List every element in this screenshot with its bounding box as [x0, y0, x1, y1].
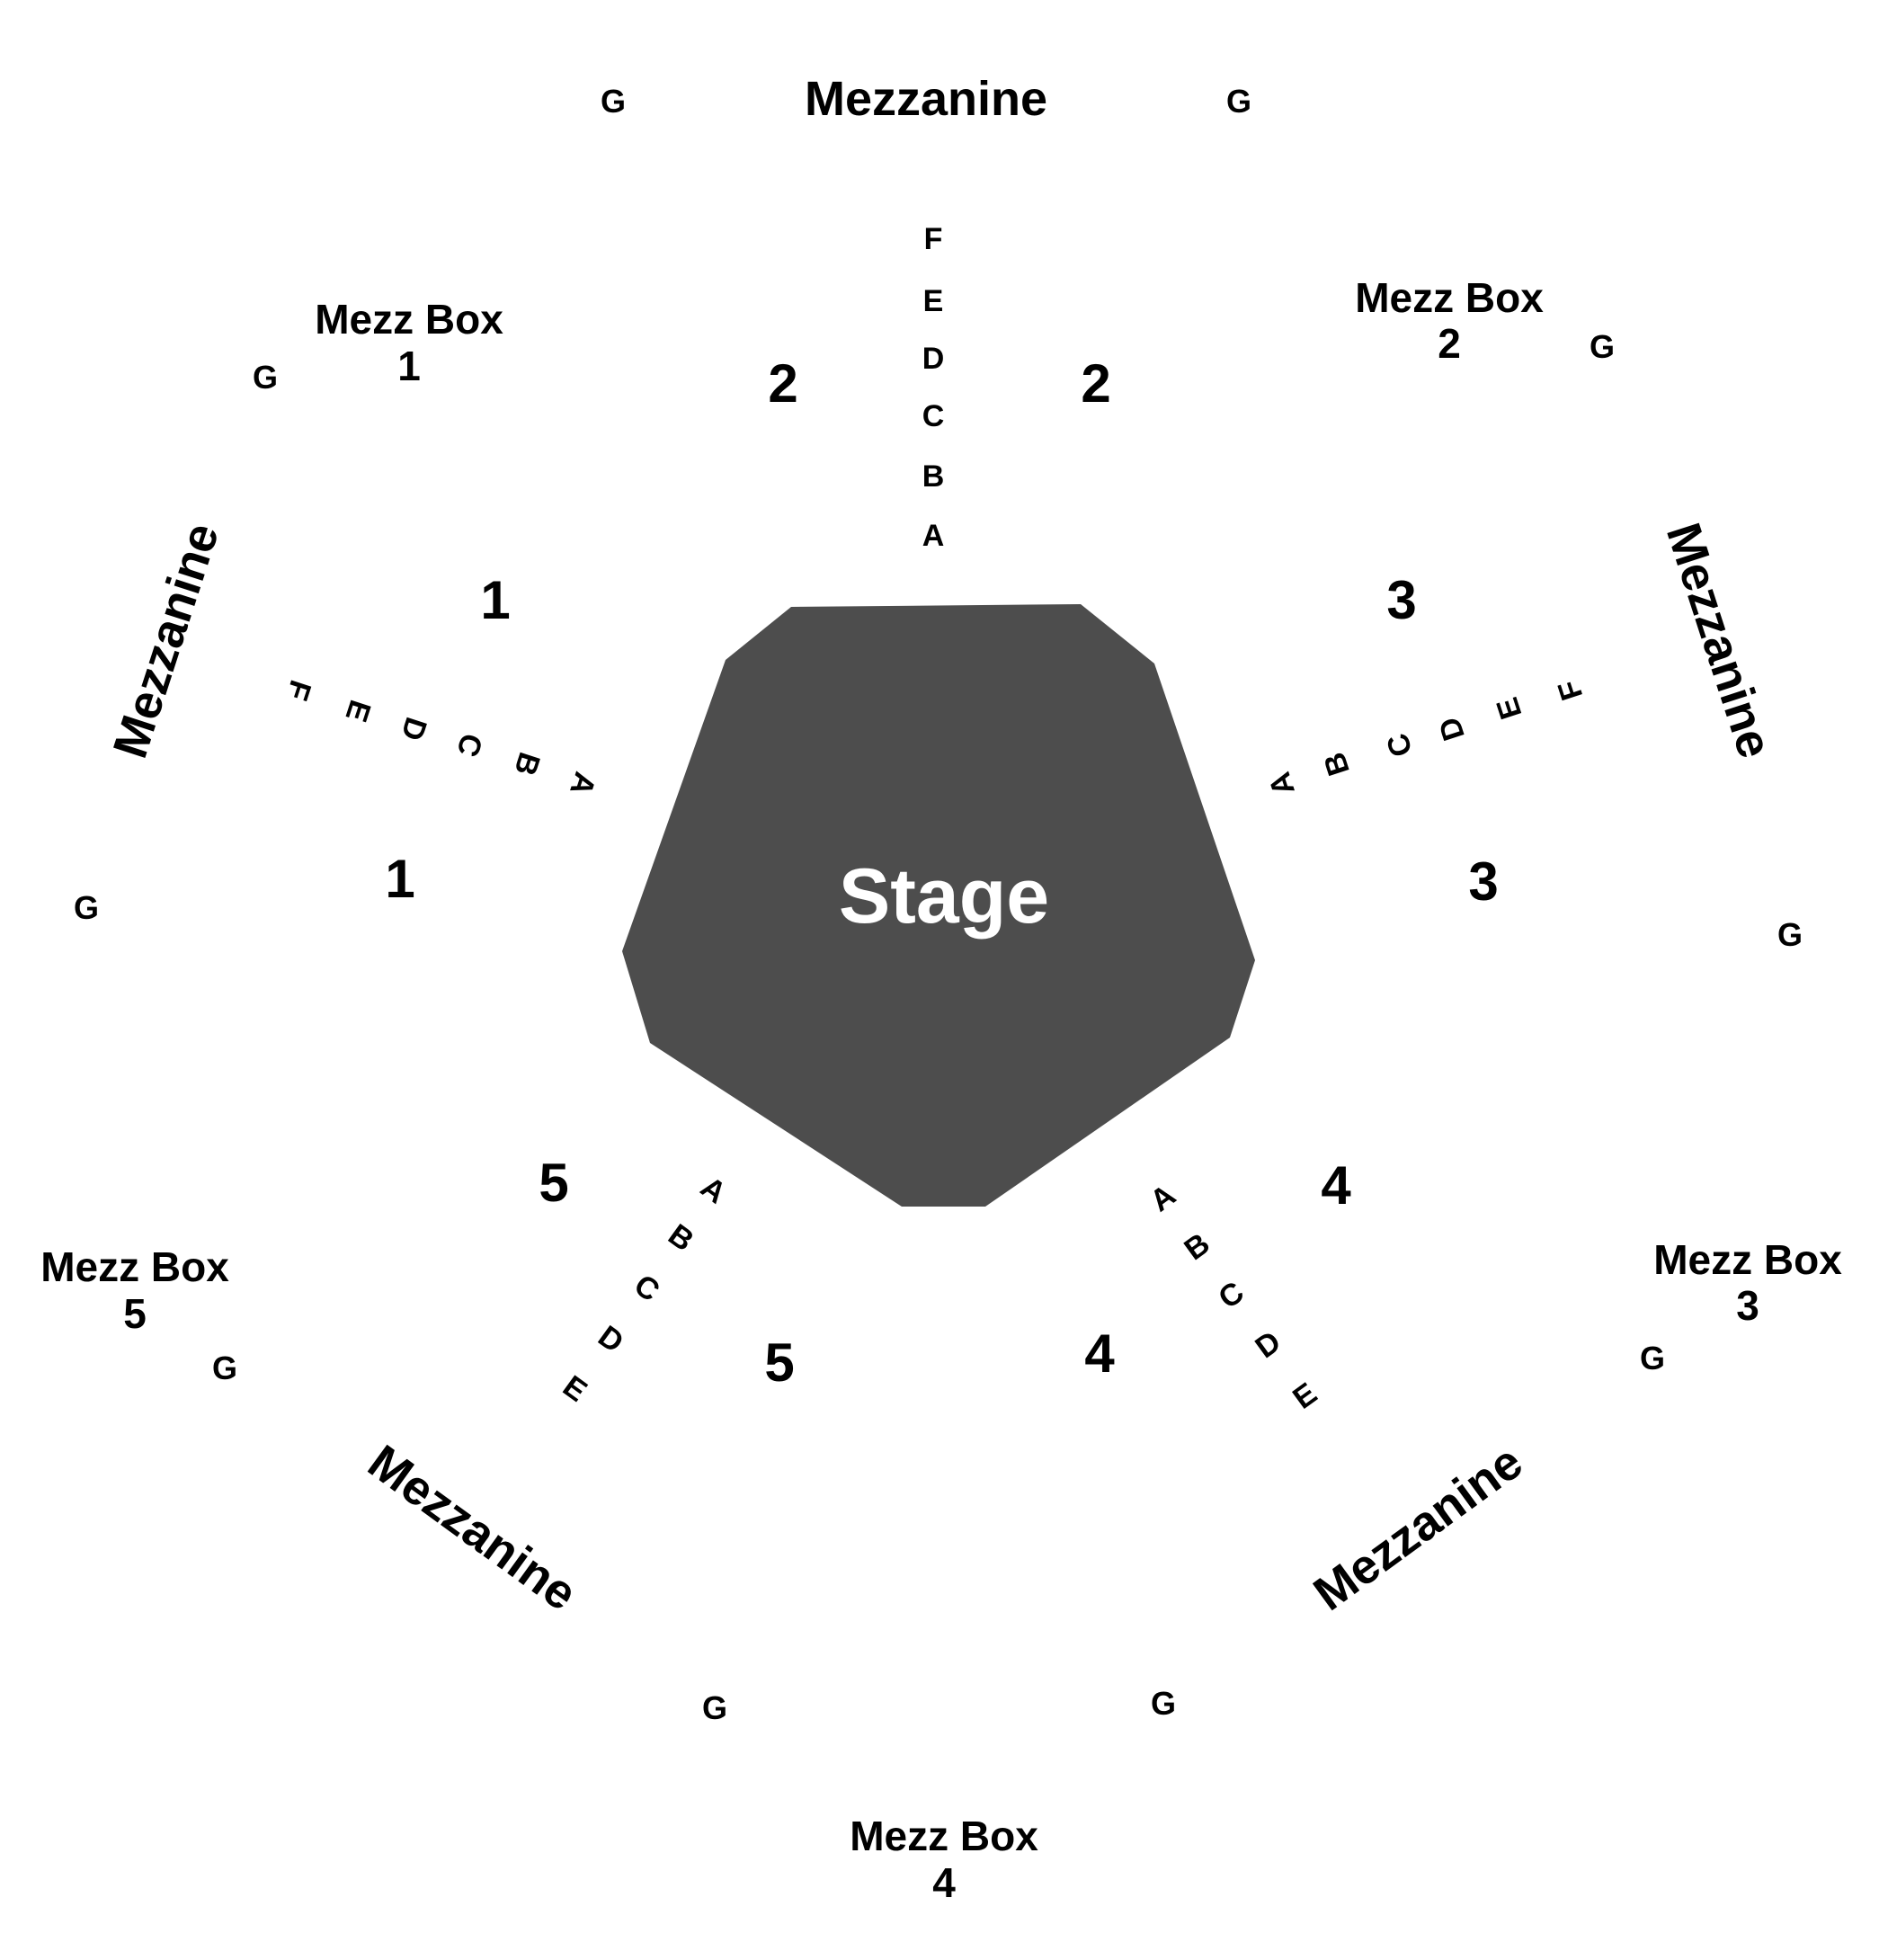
row-labels-section-1: A B C D E F	[280, 676, 602, 799]
row-label: B	[922, 459, 945, 494]
row-label: B	[507, 748, 547, 780]
section-number-4-upper[interactable]: 4	[1321, 1155, 1351, 1216]
mezz-box-3[interactable]: Mezz Box 3	[1653, 1236, 1842, 1329]
mezz-box-2[interactable]: Mezz Box 2	[1355, 274, 1544, 367]
g-marker: G	[601, 83, 626, 120]
row-labels-section-4: A B C D E	[1144, 1178, 1322, 1416]
g-marker: G	[702, 1689, 727, 1726]
row-label: D	[1432, 713, 1472, 744]
section-number-5-lower[interactable]: 5	[764, 1332, 794, 1393]
row-label: A	[1262, 768, 1302, 799]
row-label: A	[694, 1170, 732, 1210]
mezz-box-1-title: Mezz Box	[315, 296, 503, 343]
row-label: B	[1317, 748, 1357, 780]
row-labels-section-5: A B C D E	[557, 1170, 732, 1409]
row-label: F	[280, 676, 318, 705]
row-label: D	[592, 1319, 629, 1359]
g-marker: G	[1590, 328, 1615, 365]
mezz-box-1[interactable]: Mezz Box 1	[315, 296, 503, 389]
row-label: F	[924, 222, 943, 256]
mezz-box-2-title: Mezz Box	[1355, 274, 1544, 321]
section-number-1-lower[interactable]: 1	[385, 849, 414, 909]
g-marker: G	[1640, 1340, 1665, 1376]
g-marker: G	[1777, 916, 1803, 953]
row-label: C	[922, 399, 945, 433]
row-labels-section-2: A B C D E F	[922, 222, 945, 553]
mezz-box-4-title: Mezz Box	[850, 1813, 1038, 1859]
stage-label: Stage	[839, 853, 1049, 940]
mezz-box-3-title: Mezz Box	[1653, 1236, 1842, 1283]
section-number-5-upper[interactable]: 5	[539, 1153, 568, 1213]
section-number-1-upper[interactable]: 1	[480, 570, 510, 630]
row-label: E	[1287, 1376, 1323, 1416]
mezz-box-4[interactable]: Mezz Box 4	[850, 1813, 1038, 1906]
mezzanine-label-right: Mezzanine	[1656, 517, 1783, 764]
row-label: C	[1380, 729, 1420, 761]
mezzanine-label-top: Mezzanine	[805, 72, 1047, 126]
g-marker: G	[1226, 83, 1251, 120]
row-label: F	[1552, 676, 1590, 705]
row-label: B	[1178, 1226, 1216, 1267]
g-marker: G	[253, 359, 278, 396]
mezz-box-1-number: 1	[397, 343, 421, 389]
row-label: D	[1249, 1324, 1287, 1365]
section-number-2-left[interactable]: 2	[768, 353, 797, 414]
g-marker: G	[1151, 1685, 1176, 1722]
mezz-box-5[interactable]: Mezz Box 5	[40, 1243, 229, 1337]
row-label: A	[563, 768, 602, 799]
row-label: D	[394, 713, 433, 744]
g-marker: G	[74, 889, 99, 926]
section-number-2-right[interactable]: 2	[1081, 353, 1110, 414]
g-markers: G G G G G G G G G G	[74, 83, 1803, 1726]
mezzanine-label-bottom-right: Mezzanine	[1305, 1435, 1533, 1621]
row-label: A	[922, 519, 945, 553]
row-label: E	[557, 1369, 593, 1409]
mezz-box-4-number: 4	[932, 1859, 956, 1906]
mezz-box-2-number: 2	[1438, 320, 1461, 367]
row-label: E	[338, 696, 377, 726]
row-label: B	[662, 1217, 699, 1258]
section-number-3-lower[interactable]: 3	[1468, 851, 1498, 912]
row-label: A	[1144, 1178, 1181, 1218]
row-label: C	[628, 1268, 665, 1308]
row-label: C	[450, 729, 489, 761]
row-labels-section-3: A B C D E F	[1262, 676, 1590, 799]
section-number-4-lower[interactable]: 4	[1084, 1323, 1115, 1384]
mezz-box-5-number: 5	[123, 1290, 147, 1337]
mezzanine-label-bottom-left: Mezzanine	[359, 1435, 587, 1621]
mezz-box-5-title: Mezz Box	[40, 1243, 229, 1290]
row-label: C	[1212, 1275, 1250, 1315]
stage-shape[interactable]	[622, 604, 1255, 1207]
mezz-box-3-number: 3	[1736, 1282, 1759, 1329]
row-label: E	[923, 284, 944, 318]
g-marker: G	[212, 1350, 237, 1386]
section-number-3-upper[interactable]: 3	[1386, 570, 1416, 630]
mezzanine-label-left: Mezzanine	[103, 517, 230, 764]
row-label: E	[1490, 693, 1528, 723]
row-label: D	[922, 342, 945, 376]
